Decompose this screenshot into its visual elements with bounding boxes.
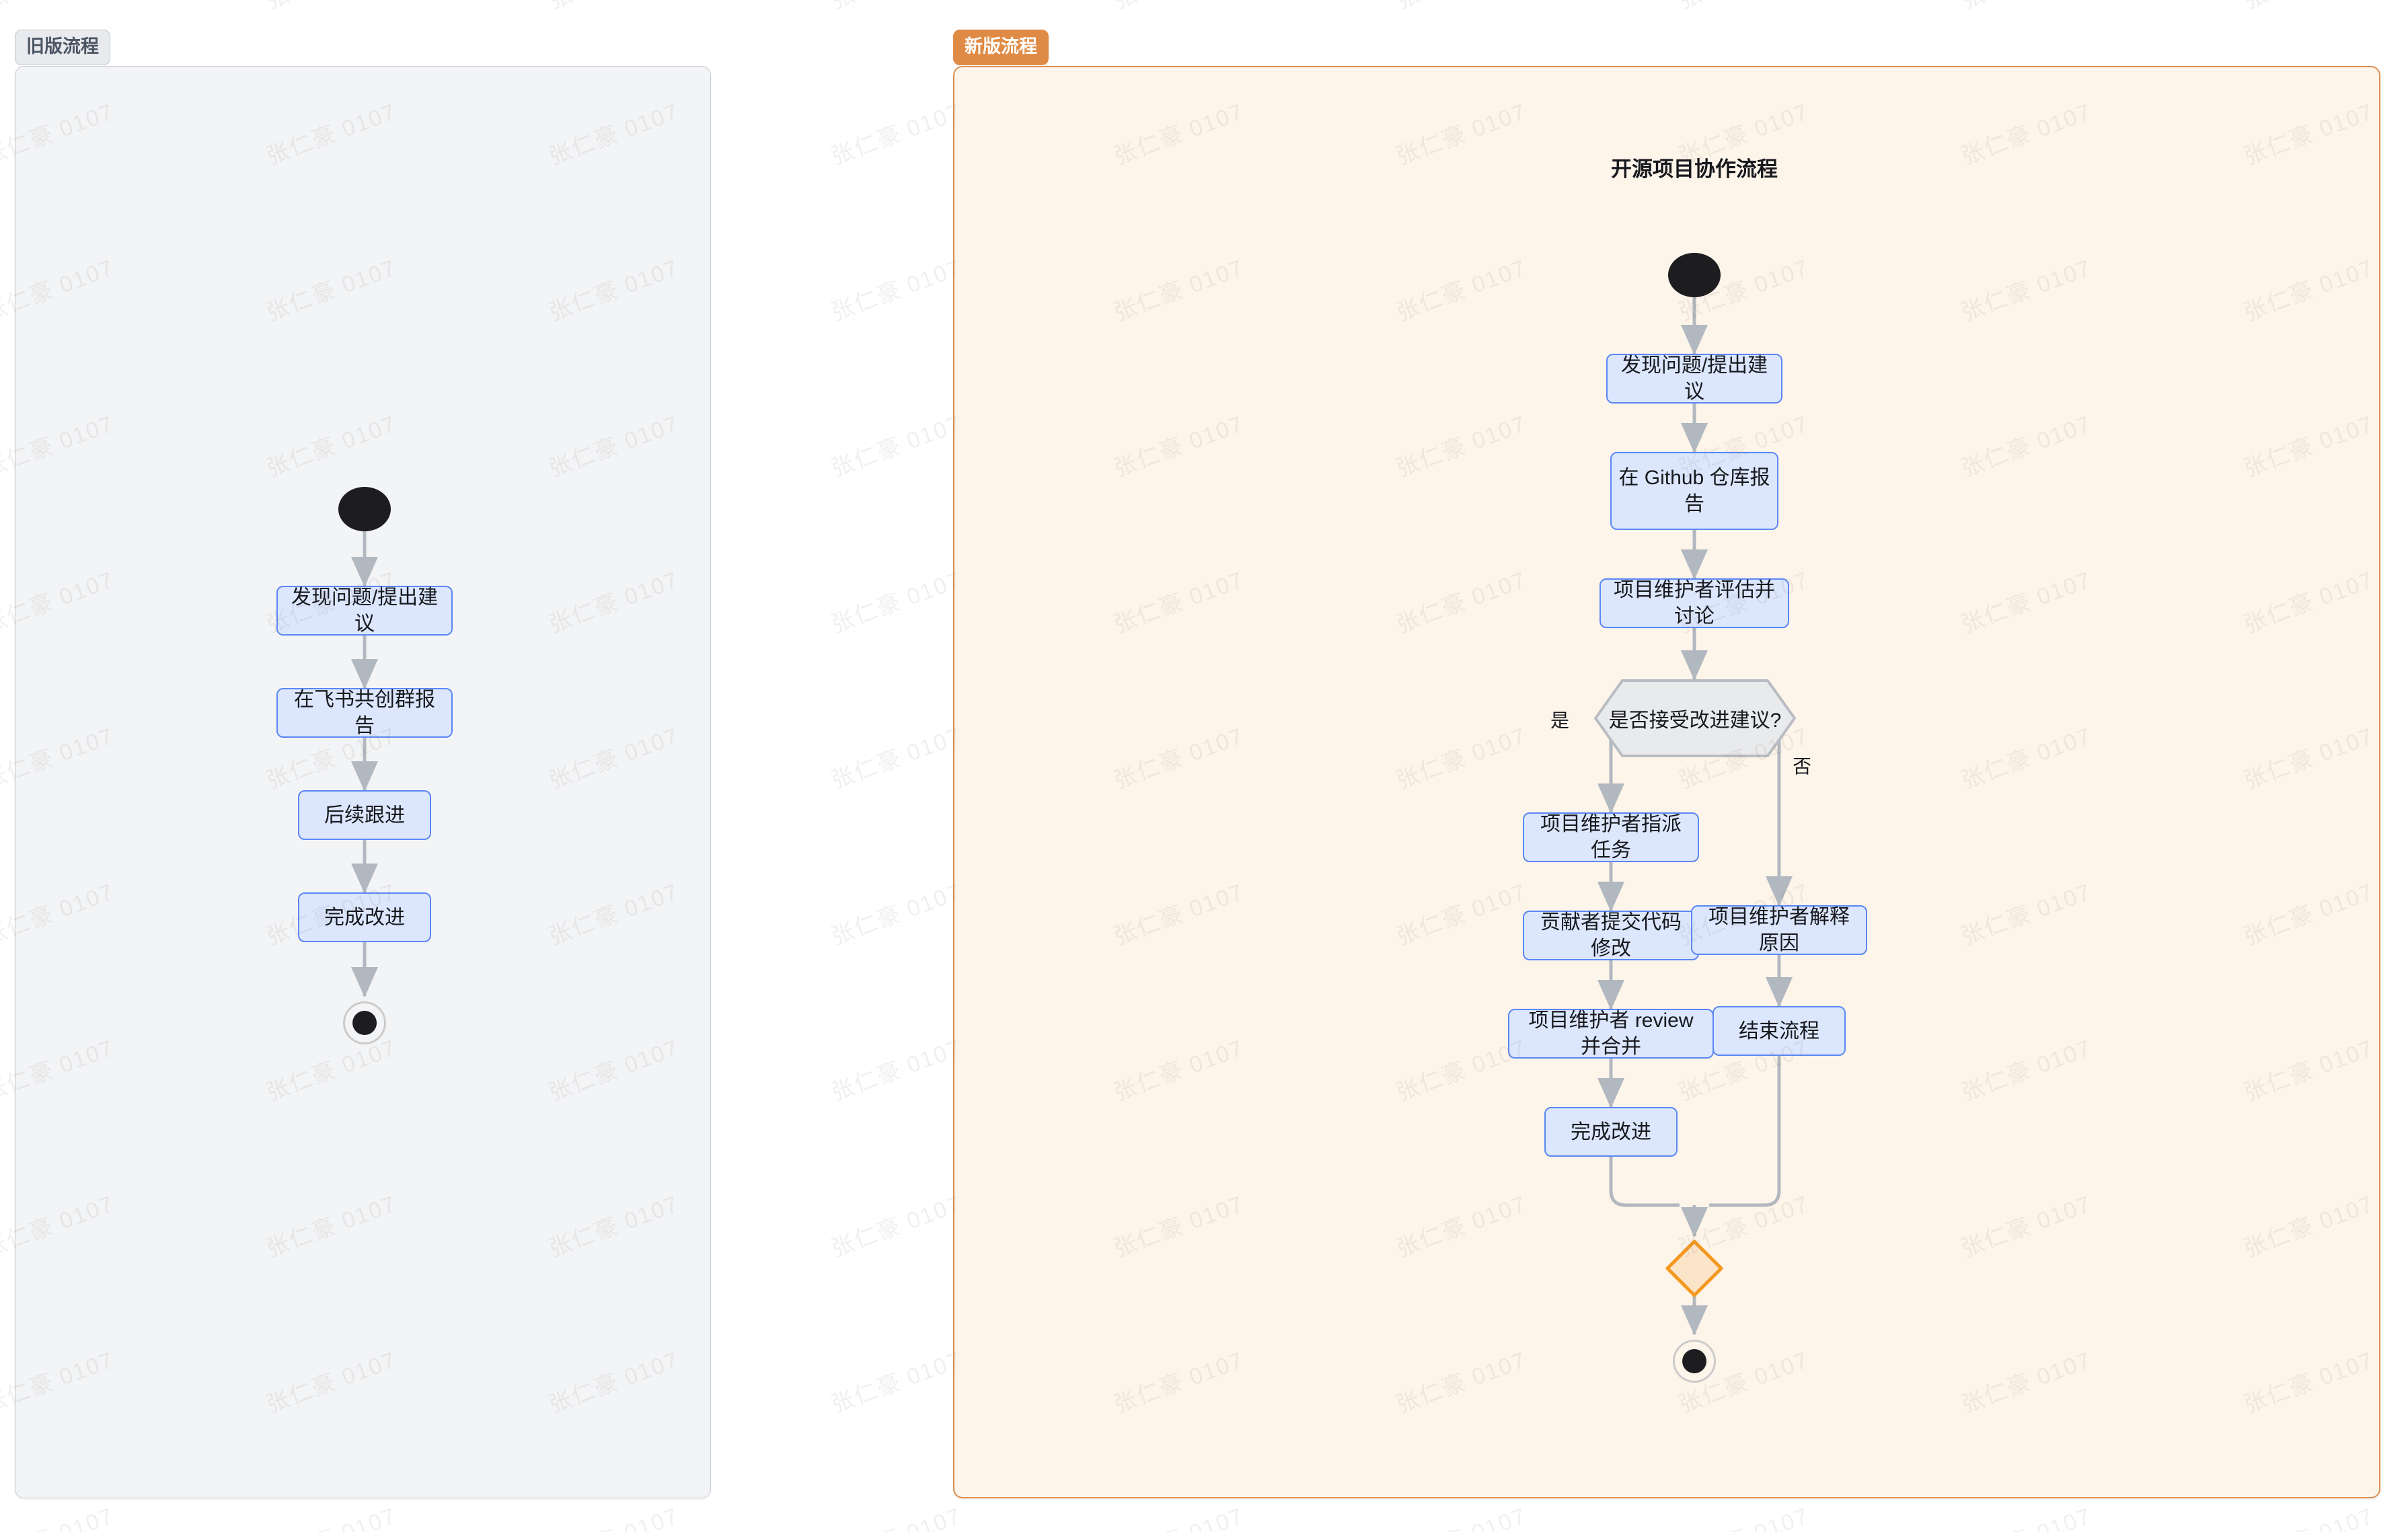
- tab-new-flow[interactable]: 新版流程: [953, 30, 1049, 65]
- old-node-done[interactable]: 完成改进: [298, 892, 431, 942]
- watermark-text: 张仁豪 0107: [261, 0, 401, 15]
- new-node-github-report-label: 在 Github 仓库报 告: [1618, 467, 1770, 515]
- watermark-text: 张仁豪 0107: [543, 1498, 683, 1532]
- new-node-contributor-submit[interactable]: 贡献者提交代码修改: [1523, 911, 1699, 960]
- new-merge-node: [1665, 1239, 1724, 1298]
- new-node-assign-task[interactable]: 项目维护者指派任务: [1523, 812, 1699, 862]
- old-end-node: [343, 1001, 386, 1044]
- watermark-text: 张仁豪 0107: [0, 1498, 118, 1532]
- new-flow-diagram: 开源项目协作流程 发现问题/提出建议 在 Github 仓库报 告 项目维护者评…: [953, 66, 2380, 1498]
- old-node-report-issue[interactable]: 发现问题/提出建议: [276, 586, 453, 636]
- watermark-text: 张仁豪 0107: [0, 0, 118, 15]
- watermark-text: 张仁豪 0107: [827, 411, 965, 482]
- new-decision-accept[interactable]: 是否接受改进建议?: [1594, 679, 1796, 757]
- watermark-text: 张仁豪 0107: [261, 1498, 401, 1532]
- watermark-text: 张仁豪 0107: [1956, 0, 2096, 15]
- new-node-done[interactable]: 完成改进: [1544, 1107, 1678, 1157]
- old-start-node: [338, 487, 391, 531]
- edge-new-n6-merge: [1709, 1056, 1781, 1207]
- panel-new-flow: [953, 66, 2380, 1498]
- watermark-text: 张仁豪 0107: [827, 567, 965, 638]
- new-node-end-process[interactable]: 结束流程: [1713, 1006, 1846, 1056]
- new-decision-accept-label: 是否接受改进建议?: [1608, 710, 1782, 732]
- watermark-text: 张仁豪 0107: [2238, 1498, 2378, 1532]
- watermark-text: 张仁豪 0107: [827, 1035, 965, 1106]
- watermark-text: 张仁豪 0107: [1391, 0, 1531, 15]
- old-flow-diagram: 发现问题/提出建议 在飞书共创群报告 后续跟进 完成改进: [15, 66, 711, 1498]
- watermark-text: 张仁豪 0107: [827, 255, 965, 326]
- new-node-maintainer-evaluate[interactable]: 项目维护者评估并讨论: [1600, 578, 1789, 628]
- new-flow-title: 开源项目协作流程: [1611, 157, 1778, 181]
- new-node-review-merge[interactable]: 项目维护者 review 并合并: [1508, 1009, 1714, 1059]
- watermark-text: 张仁豪 0107: [1673, 1498, 1813, 1532]
- watermark-text: 张仁豪 0107: [826, 1498, 966, 1532]
- old-node-feishu-group[interactable]: 在飞书共创群报告: [276, 688, 453, 738]
- tab-old-flow[interactable]: 旧版流程: [15, 30, 110, 65]
- watermark-text: 张仁豪 0107: [826, 0, 966, 15]
- old-flow-edges: [351, 531, 378, 997]
- new-node-explain-reason[interactable]: 项目维护者解释原因: [1691, 905, 1867, 955]
- watermark-text: 张仁豪 0107: [2238, 0, 2378, 15]
- watermark-text: 张仁豪 0107: [1108, 0, 1248, 15]
- merge-diamond-shape: [1665, 1239, 1723, 1297]
- watermark-text: 张仁豪 0107: [827, 1347, 965, 1418]
- watermark-text: 张仁豪 0107: [827, 879, 965, 950]
- new-node-github-report[interactable]: 在 Github 仓库报 告: [1610, 452, 1778, 530]
- new-start-node: [1668, 253, 1721, 297]
- watermark-text: 张仁豪 0107: [827, 99, 965, 170]
- watermark-text: 张仁豪 0107: [827, 723, 965, 794]
- watermark-text: 张仁豪 0107: [1391, 1498, 1531, 1532]
- new-end-node: [1673, 1340, 1716, 1383]
- new-node-report-issue[interactable]: 发现问题/提出建议: [1606, 354, 1782, 404]
- watermark-text: 张仁豪 0107: [1108, 1498, 1248, 1532]
- old-node-followup[interactable]: 后续跟进: [298, 790, 431, 840]
- watermark-text: 张仁豪 0107: [543, 0, 683, 15]
- branch-label-yes: 是: [1550, 710, 1570, 731]
- watermark-text: 张仁豪 0107: [1673, 0, 1813, 15]
- edge-new-y4-merge: [1609, 1157, 1680, 1207]
- watermark-text: 张仁豪 0107: [1956, 1498, 2096, 1532]
- decision-shape: [1594, 679, 1796, 757]
- watermark-text: 张仁豪 0107: [827, 1191, 965, 1262]
- branch-label-no: 否: [1793, 756, 1812, 777]
